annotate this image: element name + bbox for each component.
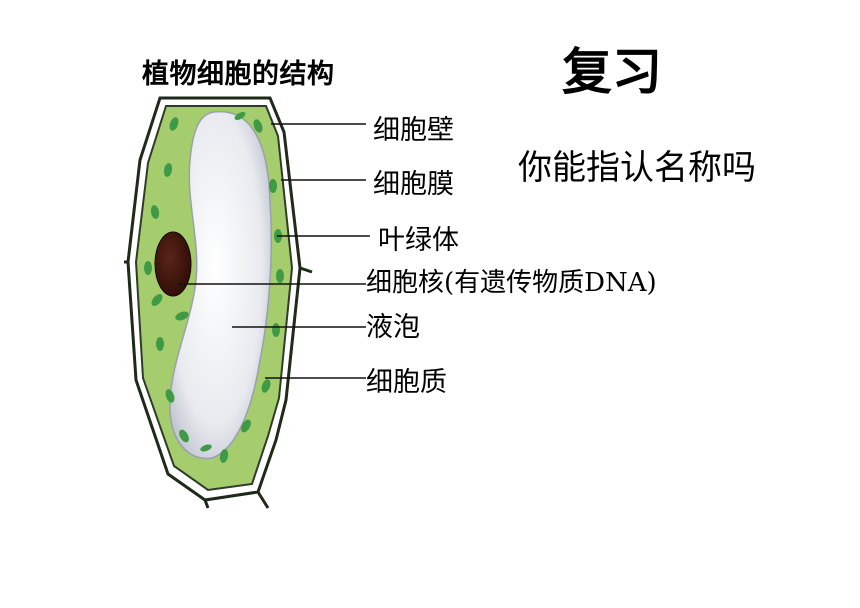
chloroplast [163, 163, 173, 177]
leader-lines [178, 123, 370, 379]
chloroplast [151, 294, 163, 306]
slide-title: 复习 [562, 42, 662, 101]
chloroplast [165, 389, 175, 403]
chloroplast [261, 379, 271, 393]
label-cell-wall: 细胞壁 [373, 115, 454, 146]
chloroplast [156, 337, 164, 351]
vacuole [169, 110, 273, 460]
label-chloroplast: 叶绿体 [378, 225, 459, 256]
chloroplast [234, 112, 246, 120]
chloroplast [150, 205, 160, 219]
nucleus [154, 231, 192, 297]
chloroplast [276, 269, 284, 283]
diagram-title: 植物细胞的结构 [142, 59, 335, 90]
chloroplast [253, 119, 263, 133]
chloroplast [219, 449, 229, 463]
label-vacuole: 液泡 [366, 312, 420, 343]
chloroplast [241, 419, 251, 433]
label-nucleus: 细胞核(有遗传物质DNA) [366, 268, 657, 298]
chloroplast [169, 117, 179, 131]
chloroplast [200, 444, 212, 452]
adjacent-wall [124, 260, 313, 509]
chloroplast [144, 261, 152, 275]
prompt-text: 你能指认名称吗 [518, 148, 756, 188]
chloroplast [272, 323, 280, 337]
label-cell-membrane: 细胞膜 [373, 169, 454, 200]
label-cytoplasm: 细胞质 [366, 367, 447, 398]
chloroplast [179, 429, 189, 443]
chloroplast [175, 311, 189, 321]
chloroplast [269, 179, 277, 193]
